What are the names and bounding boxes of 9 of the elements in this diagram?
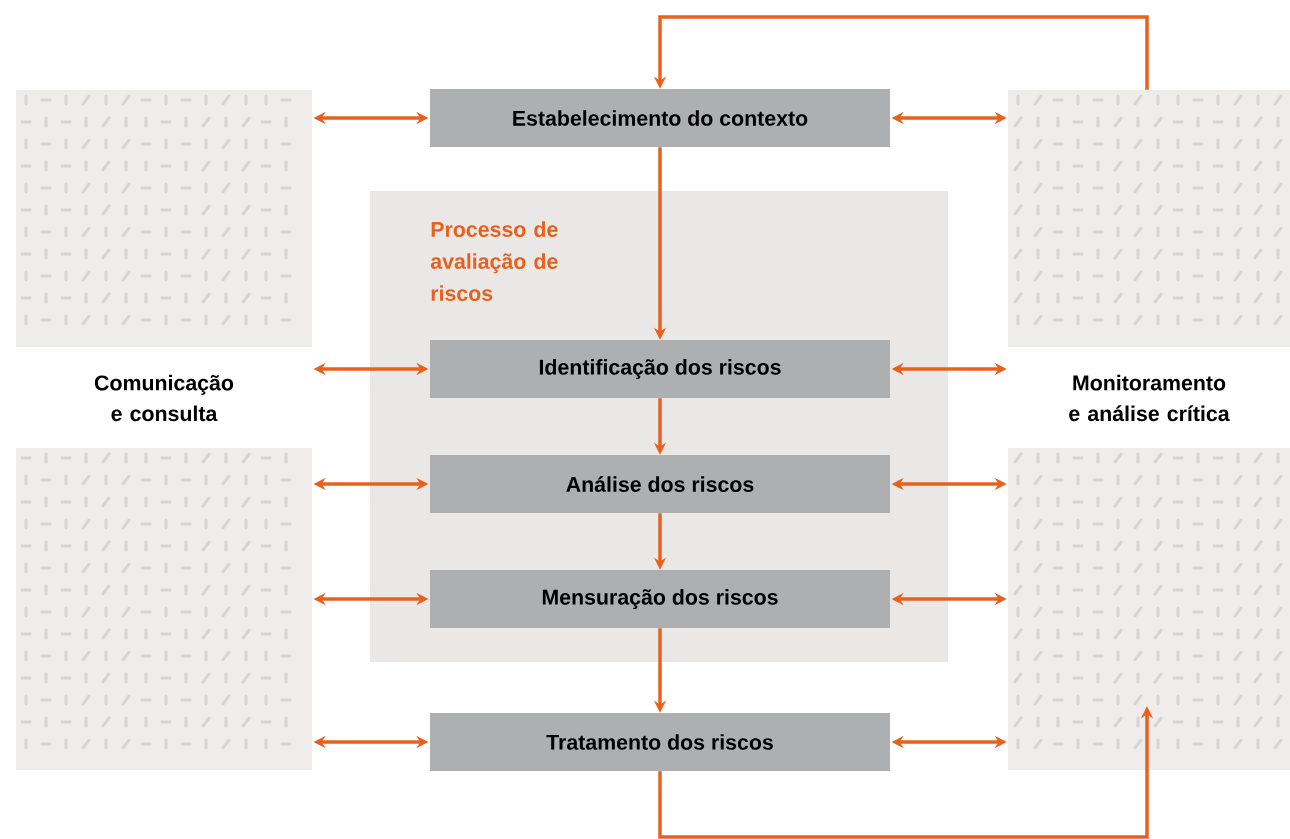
- process-box: Mensuração dos riscos: [430, 570, 890, 628]
- node-label: Monitoramento e análise crítica: [1069, 374, 1230, 422]
- process-box: Estabelecimento do contexto: [430, 89, 890, 147]
- process-box: Análise dos riscos: [430, 455, 890, 513]
- patterned-panel: Comunicação e consulta: [16, 90, 312, 770]
- node-label: Comunicação e consulta: [94, 374, 234, 422]
- patterned-panel: Monitoramento e análise crítica: [1008, 90, 1290, 770]
- process-box: Tratamento dos riscos: [430, 713, 890, 771]
- process-box: Identificação dos riscos: [430, 340, 890, 398]
